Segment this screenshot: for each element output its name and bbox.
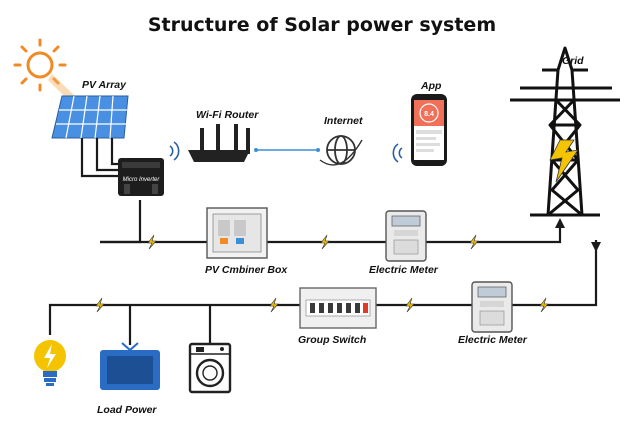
load-power-label: Load Power (97, 404, 157, 416)
wifi-signal-icon (169, 141, 180, 161)
electric-meter-top-label: Electric Meter (369, 264, 438, 276)
pv-array-label: PV Array (82, 79, 126, 91)
wifi-router-label: Wi-Fi Router (196, 109, 259, 121)
wifi-signal-icon (392, 143, 403, 163)
grid-bolt-icon (549, 139, 579, 183)
light-bulb-icon (34, 340, 66, 386)
app-label: App (421, 80, 442, 92)
electric-meter-bottom-label: Electric Meter (458, 334, 527, 346)
sun-icon (13, 38, 75, 100)
app-screen-value: 8.4 (424, 111, 434, 118)
combiner-box-icon (206, 207, 268, 259)
internet-label: Internet (324, 115, 363, 127)
group-switch-label: Group Switch (298, 334, 367, 346)
electric-meter-icon (385, 210, 427, 262)
grid-tower-icon (510, 46, 620, 217)
grid-label: Grid (562, 55, 584, 67)
internet-globe-icon (319, 135, 363, 166)
group-switch-icon (299, 287, 377, 329)
solar-panel-icon (51, 95, 129, 139)
wifi-router-icon (188, 124, 250, 162)
electric-meter-icon (471, 281, 513, 333)
tv-icon (100, 342, 160, 390)
phone-app-icon (411, 94, 447, 166)
diagram-title: Structure of Solar power system (147, 14, 497, 36)
micro-inverter-label: Micro Inverter (123, 177, 161, 183)
combiner-box-label: PV Cmbiner Box (205, 264, 288, 276)
micro-inverter-icon (118, 158, 164, 196)
washing-machine-icon (188, 342, 232, 394)
